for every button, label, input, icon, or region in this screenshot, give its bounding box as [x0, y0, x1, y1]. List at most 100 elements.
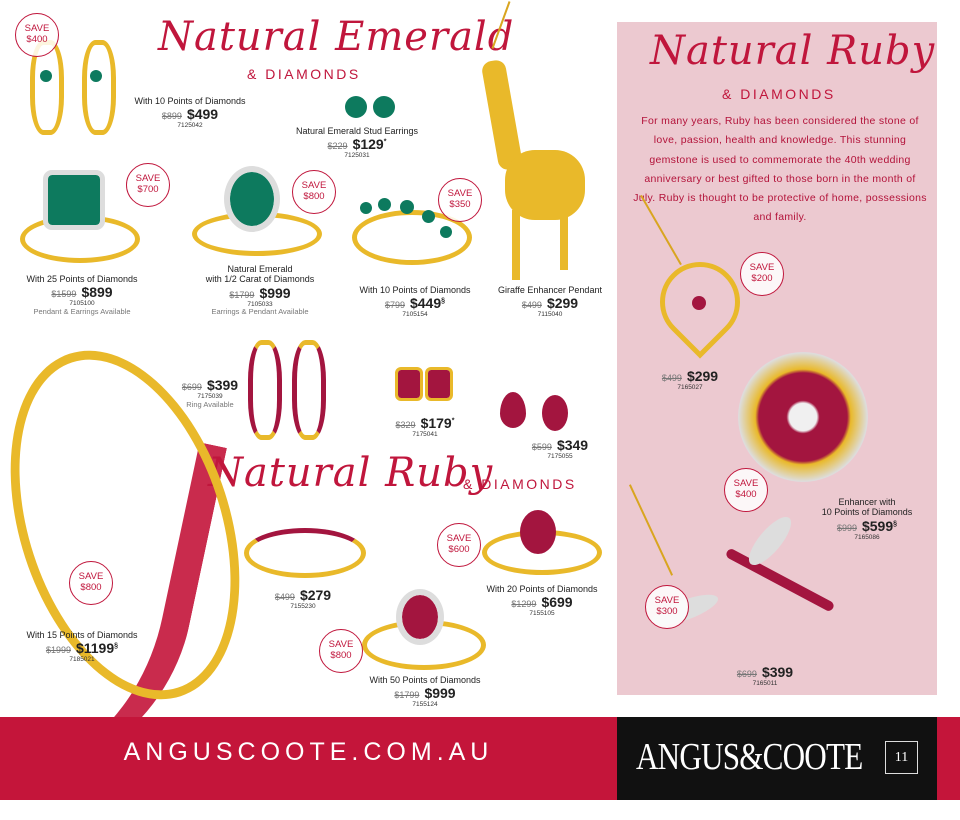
- save-label: SAVE: [749, 262, 775, 274]
- original-price: $1299: [511, 599, 537, 610]
- availability-note: Earrings & Pendant Available: [211, 307, 309, 317]
- original-price: $329: [395, 420, 416, 430]
- product-code: 7125042: [177, 122, 203, 130]
- sale-price: $299: [546, 295, 579, 312]
- product-description: With 10 Points of Diamonds: [359, 285, 471, 295]
- save-label: SAVE: [654, 595, 680, 607]
- save-amount: $300: [656, 606, 678, 617]
- save-amount: $400: [735, 489, 757, 500]
- save-amount: $800: [80, 582, 102, 593]
- product-info: $329$179*7175041: [396, 415, 455, 439]
- save-label: SAVE: [328, 639, 354, 651]
- sale-price: $349: [556, 437, 589, 453]
- product-description: With 50 Points of Diamonds: [369, 675, 481, 685]
- original-price: $1599: [51, 289, 77, 300]
- sale-price: $399: [761, 664, 794, 680]
- product-code: 7155124: [412, 701, 438, 709]
- product-description: Natural Emerald: [227, 264, 293, 274]
- product-description: With 25 Points of Diamonds: [26, 274, 138, 284]
- product-code: 7175055: [547, 453, 573, 461]
- product-code: 7105033: [247, 300, 273, 308]
- save-amount: $600: [448, 544, 470, 555]
- product-description-line2: 10 Points of Diamonds: [821, 507, 913, 518]
- save-label: SAVE: [301, 180, 327, 192]
- ruby-panel-title: Natural Ruby: [650, 28, 936, 74]
- brand-logo: ANGUS&COOTE: [636, 736, 863, 778]
- availability-note: Pendant & Earrings Available: [33, 306, 131, 316]
- emerald-section-subtitle: & DIAMONDS: [247, 66, 361, 82]
- original-price: $499: [274, 592, 295, 602]
- website-link[interactable]: ANGUSCOOTE.COM.AU: [123, 738, 494, 766]
- product-code: 7155230: [290, 603, 316, 611]
- ruby-panel-subtitle: & DIAMONDS: [722, 86, 836, 102]
- save-label: SAVE: [78, 571, 104, 583]
- product-code: 7155105: [529, 610, 555, 618]
- save-amount: $700: [137, 184, 159, 195]
- emerald-section-title: Natural Emerald: [158, 14, 515, 60]
- save-badge: SAVE$350: [438, 178, 482, 222]
- sale-price: $499: [186, 106, 219, 123]
- original-price: $1799: [229, 289, 255, 300]
- sale-price: $129*: [352, 136, 387, 153]
- sale-price: $899: [81, 284, 113, 301]
- product-code: 7125031: [344, 152, 370, 160]
- product-description: With 20 Points of Diamonds: [486, 584, 598, 594]
- product-description: With 10 Points of Diamonds: [134, 96, 246, 106]
- product-code: 7175039: [197, 393, 223, 401]
- original-price: $599: [531, 442, 552, 452]
- save-label: SAVE: [135, 173, 161, 185]
- product-code: 7175041: [412, 431, 438, 439]
- save-badge: SAVE$800: [292, 170, 336, 214]
- product-info: With 10 Points of Diamonds$799$449§71051…: [359, 285, 470, 319]
- sale-price: $699: [541, 594, 573, 611]
- ruby-intro-text: For many years, Ruby has been considered…: [633, 115, 927, 224]
- page-number: 11: [885, 741, 918, 774]
- sale-price: $279: [299, 587, 332, 603]
- product-code: 7185021: [69, 656, 95, 664]
- product-description: Enhancer with: [838, 497, 896, 507]
- save-amount: $800: [303, 191, 325, 202]
- original-price: $799: [384, 300, 405, 311]
- availability-note: Ring Available: [186, 399, 234, 409]
- original-price: $899: [161, 111, 182, 122]
- save-badge: SAVE$800: [319, 629, 363, 673]
- product-description: With 15 Points of Diamonds: [26, 630, 138, 640]
- sale-price: $999: [259, 284, 291, 301]
- brand-logo-box: [617, 717, 937, 800]
- product-info: With 15 Points of Diamonds$1999$1199§718…: [26, 630, 137, 664]
- ruby-section-title: Natural Ruby: [208, 450, 494, 496]
- save-label: SAVE: [24, 23, 50, 35]
- save-amount: $400: [26, 34, 48, 45]
- original-price: $499: [661, 373, 682, 383]
- original-price: $1799: [394, 690, 420, 701]
- original-price: $699: [181, 382, 202, 392]
- product-code: 7165086: [854, 533, 880, 541]
- product-code: 7105100: [69, 300, 95, 308]
- sale-price: $399: [206, 377, 239, 393]
- original-price: $229: [327, 141, 348, 152]
- save-amount: $200: [751, 273, 773, 284]
- sale-price: $599§: [861, 517, 898, 534]
- product-code: 7165011: [752, 680, 778, 688]
- save-label: SAVE: [447, 188, 473, 200]
- save-badge: SAVE$700: [126, 163, 170, 207]
- product-code: 7115040: [537, 311, 563, 319]
- save-badge: SAVE$600: [437, 523, 481, 567]
- ruby-section-subtitle: & DIAMONDS: [463, 476, 577, 492]
- save-badge: SAVE$300: [645, 585, 689, 629]
- save-label: SAVE: [733, 478, 759, 490]
- save-badge: SAVE$400: [724, 468, 768, 512]
- original-price: $499: [521, 300, 542, 311]
- sale-price: $1199§: [75, 640, 119, 657]
